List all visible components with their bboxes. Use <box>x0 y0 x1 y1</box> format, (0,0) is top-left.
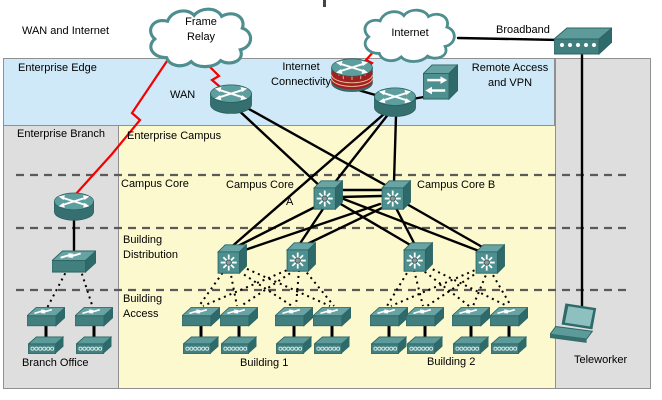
hub-icon <box>371 336 407 354</box>
access-switch <box>182 306 220 329</box>
building-distribution-label: Building Distribution <box>123 234 179 261</box>
internet-cloud <box>354 6 466 64</box>
access-switch <box>220 306 258 329</box>
enterprise-edge-label: Enterprise Edge <box>18 62 97 74</box>
hub <box>491 336 527 357</box>
broadband-label: Broadband <box>496 24 550 36</box>
internet-cloud-label: Internet <box>391 27 429 39</box>
laptop-icon <box>550 303 597 343</box>
firewall-router-icon <box>331 58 373 92</box>
wan-label: WAN <box>170 89 196 101</box>
vpn-concentrator-icon <box>423 64 458 100</box>
access-switch <box>27 306 65 329</box>
building-2-label: Building 2 <box>427 356 476 368</box>
layer3-switch-icon <box>402 241 433 273</box>
branch-switch <box>52 250 96 275</box>
hub-icon <box>491 336 527 354</box>
frame-relay-label: Frame Relay <box>185 16 217 43</box>
cloud-icon <box>149 7 253 69</box>
cloud-icon <box>363 8 456 63</box>
campus-core-a-label: Campus Core <box>226 179 294 191</box>
hub <box>407 336 443 357</box>
campus-core-b-label: Campus Core B <box>417 179 496 191</box>
distribution-switch-2 <box>283 241 316 273</box>
workgroup-switch-icon <box>182 307 220 327</box>
hub <box>371 336 407 357</box>
vpn-concentrator <box>423 64 458 100</box>
internet-connectivity-label: Internet Connectivity <box>271 61 331 88</box>
access-switch <box>452 306 490 329</box>
workgroup-switch-icon <box>27 307 65 327</box>
layer3-switch-icon <box>312 179 343 211</box>
access-switch <box>406 306 444 329</box>
access-switch <box>370 306 408 329</box>
distribution-switch-1 <box>214 243 247 275</box>
distribution-switch-3 <box>400 241 433 273</box>
teleworker-laptop <box>550 303 602 348</box>
workgroup-switch-icon <box>313 307 351 327</box>
hub <box>276 336 312 357</box>
workgroup-switch-icon <box>275 307 313 327</box>
branch-router <box>53 192 95 222</box>
hub <box>221 336 257 357</box>
teleworker-label: Teleworker <box>574 354 628 366</box>
building-access-label: Building Access <box>123 293 163 320</box>
access-switch <box>275 306 313 329</box>
workgroup-switch-icon <box>370 307 408 327</box>
hub <box>183 336 219 357</box>
hub-icon <box>314 336 350 354</box>
hub-icon <box>221 336 257 354</box>
hub-icon <box>407 336 443 354</box>
building-1-label: Building 1 <box>240 357 289 369</box>
access-switch <box>490 306 528 329</box>
hub-icon <box>76 336 112 354</box>
frame-relay-cloud <box>142 4 260 70</box>
hub <box>76 336 112 357</box>
layer3-switch-icon <box>474 243 505 275</box>
hub-icon <box>453 336 489 354</box>
wan-and-internet-label: WAN and Internet <box>22 25 110 37</box>
access-switch <box>313 306 351 329</box>
workgroup-switch-icon <box>52 250 96 274</box>
router-icon <box>210 84 252 114</box>
campus-core-b-switch <box>378 179 411 211</box>
cropped-text-artifact <box>323 0 326 7</box>
firewall-router <box>330 58 374 93</box>
remote-access-vpn-label: Remote Access and VPN <box>471 62 549 89</box>
router-icon <box>54 192 94 221</box>
internet-edge-router <box>373 87 417 118</box>
workgroup-switch-icon <box>452 307 490 327</box>
distribution-switch-4 <box>472 243 505 275</box>
hub-icon <box>28 336 64 354</box>
hub <box>28 336 64 357</box>
layer3-switch-icon <box>216 243 247 275</box>
hub <box>453 336 489 357</box>
enterprise-campus-label: Enterprise Campus <box>127 130 222 142</box>
hub <box>314 336 350 357</box>
wan-router <box>209 84 253 115</box>
campus-core-a-label-line2: A <box>286 196 294 208</box>
workgroup-switch-icon <box>490 307 528 327</box>
branch-office-label: Branch Office <box>22 357 89 369</box>
hub-icon <box>276 336 312 354</box>
layer3-switch-icon <box>380 179 411 211</box>
broadband-modem-icon <box>554 27 612 56</box>
enterprise-branch-label: Enterprise Branch <box>17 128 106 140</box>
broadband-modem <box>554 27 612 57</box>
campus-core-zone-label: Campus Core <box>121 178 189 190</box>
workgroup-switch-icon <box>220 307 258 327</box>
access-switch <box>75 306 113 329</box>
router-icon <box>374 87 416 117</box>
layer3-switch-icon <box>285 241 316 273</box>
workgroup-switch-icon <box>406 307 444 327</box>
enterprise-edge-band <box>3 58 555 126</box>
hub-icon <box>183 336 219 354</box>
campus-core-a-switch <box>310 179 343 211</box>
workgroup-switch-icon <box>75 307 113 327</box>
